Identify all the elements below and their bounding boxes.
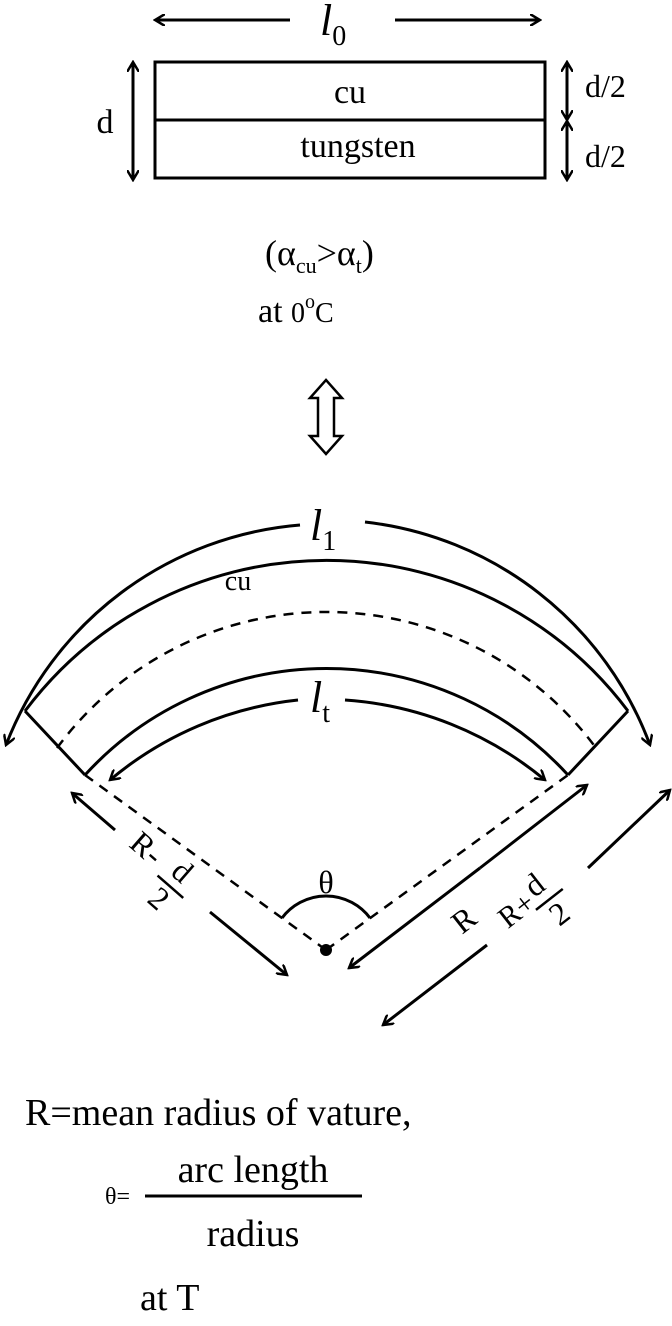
fraction-bar xyxy=(535,887,564,911)
left-end xyxy=(23,709,87,777)
angle-arc xyxy=(280,894,372,919)
double-arrow-icon xyxy=(307,378,345,456)
inner-length-lt: lt xyxy=(110,673,545,780)
fraction-bar xyxy=(156,874,185,899)
half-d-bottom-label: d/2 xyxy=(585,138,626,174)
arrow-up-right-icon xyxy=(479,785,587,870)
arrow-up-left-icon xyxy=(72,793,116,832)
radius-definition: R=mean radius of vature, xyxy=(25,1092,412,1134)
arrow-down-left-icon xyxy=(383,943,488,1025)
lt-label: lt xyxy=(310,673,330,729)
r-dimension: R xyxy=(349,785,587,968)
l0-label: l0 xyxy=(320,0,346,52)
d-label: d xyxy=(97,104,114,141)
right-end xyxy=(566,709,630,777)
arrow-down-left-icon xyxy=(349,866,481,968)
arrow-right-icon xyxy=(364,520,650,745)
fraction-numerator: arc length xyxy=(178,1149,329,1191)
length-l0-dimension: l0 xyxy=(155,0,540,52)
half-thickness-dimensions: d/2 d/2 xyxy=(567,62,626,180)
theta-label: θ xyxy=(318,864,333,900)
right-radius-dashed xyxy=(325,773,569,952)
expansion-condition: (αcu>αt) xyxy=(265,233,374,278)
layer-cu-label: cu xyxy=(334,74,366,111)
interface-dashed-arc xyxy=(55,610,598,749)
bent-cu-label: cu xyxy=(225,566,251,597)
straight-strip: cu tungsten xyxy=(153,60,547,180)
left-radius-dashed xyxy=(84,773,327,952)
arrow-left-icon xyxy=(6,523,301,745)
initial-temperature: at 0oC xyxy=(258,291,334,330)
l1-label: l1 xyxy=(310,501,336,557)
r-label: R xyxy=(444,899,484,941)
r-minus-2: 2 xyxy=(141,879,177,917)
final-temperature: at T xyxy=(140,1277,199,1319)
arrow-up-right-icon xyxy=(586,790,670,870)
theta-equals: θ= xyxy=(105,1184,130,1210)
arrow-right-icon xyxy=(344,698,545,780)
outer-arc xyxy=(23,558,630,712)
bent-strip: cu xyxy=(23,558,630,777)
radial-lines: θ xyxy=(84,773,569,956)
half-d-top-label: d/2 xyxy=(585,68,626,104)
r-minus-dimension: R- d 2 xyxy=(72,793,287,975)
thickness-d-dimension: d xyxy=(97,62,134,180)
inner-arc xyxy=(83,667,570,777)
fraction-denominator: radius xyxy=(207,1213,300,1255)
r-plus-2: 2 xyxy=(542,894,577,932)
layer-tungsten-label: tungsten xyxy=(300,128,415,165)
arrow-down-right-icon xyxy=(209,910,287,975)
arrow-left-icon xyxy=(110,698,299,780)
center-point xyxy=(320,944,332,956)
outer-length-l1: l1 xyxy=(6,501,650,745)
